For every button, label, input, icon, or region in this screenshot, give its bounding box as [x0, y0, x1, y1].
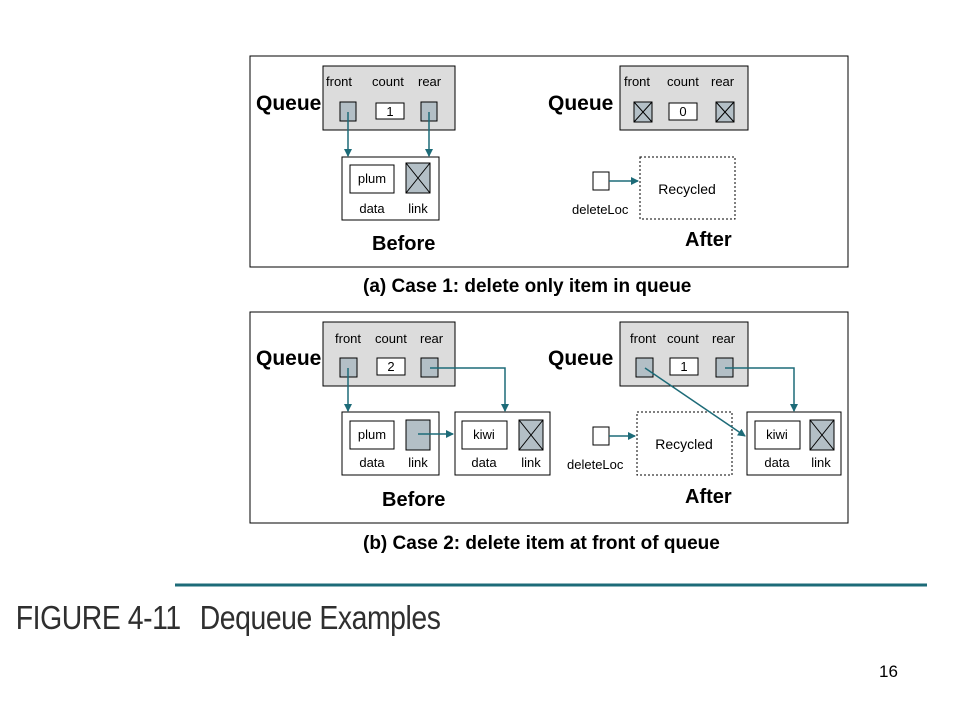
queue-label: Queue: [548, 347, 613, 370]
rear-label: rear: [420, 331, 444, 346]
case2-panel: Queue front count rear 2 plum data link …: [249, 311, 849, 554]
front-label: front: [630, 331, 656, 346]
before-label: Before: [372, 233, 435, 255]
queue-label: Queue: [256, 92, 321, 115]
null-x-icon: [809, 419, 835, 451]
count-label: count: [667, 331, 699, 346]
node-data-value: plum: [358, 427, 386, 442]
case1-panel: Queue front count rear 1 plum data link …: [249, 55, 849, 297]
node-data-value: kiwi: [473, 427, 495, 442]
data-label: data: [764, 455, 790, 470]
count-label: count: [375, 331, 407, 346]
count-value: 1: [386, 104, 393, 119]
front-label: front: [624, 74, 650, 89]
rear-arrow: [430, 367, 509, 412]
figure-number: FIGURE 4-11: [15, 599, 181, 636]
data-label: data: [359, 201, 385, 216]
node-data-box: [754, 420, 801, 450]
case1-before: Queue front count rear 1 plum data link …: [256, 65, 456, 255]
deleteloc-label: deleteLoc: [572, 202, 629, 217]
count-box: [668, 102, 698, 121]
count-value: 1: [680, 359, 687, 374]
rear-label: rear: [418, 74, 442, 89]
after-label: After: [685, 486, 732, 508]
deleteloc-pointer: [592, 171, 610, 191]
count-value: 2: [387, 359, 394, 374]
count-box: [375, 102, 405, 120]
count-label: count: [667, 74, 699, 89]
deleteloc-pointer: [592, 426, 610, 446]
recycled-node: [639, 156, 736, 220]
link-label: link: [521, 455, 541, 470]
before-label: Before: [382, 489, 445, 511]
rear-label: rear: [712, 331, 736, 346]
case1-caption: (a) Case 1: delete only item in queue: [363, 276, 691, 297]
count-value: 0: [679, 104, 686, 119]
null-x-icon: [405, 162, 431, 194]
data-label: data: [471, 455, 497, 470]
node-data-box: [349, 164, 395, 194]
count-box: [669, 357, 699, 376]
null-x-icon: [715, 101, 735, 123]
data-label: data: [359, 455, 385, 470]
node-data-value: kiwi: [766, 427, 788, 442]
front-label: front: [326, 74, 352, 89]
node-data-value: plum: [358, 171, 386, 186]
link-label: link: [408, 201, 428, 216]
recycled-label: Recycled: [658, 181, 716, 197]
case2-before: Queue front count rear 2 plum data link …: [256, 321, 551, 511]
figure-title: Dequeue Examples: [199, 599, 441, 636]
rear-arrow: [725, 367, 798, 412]
queue-label: Queue: [256, 347, 321, 370]
count-label: count: [372, 74, 404, 89]
count-box: [376, 357, 406, 376]
page-number: 16: [879, 662, 898, 681]
node-data-box: [461, 420, 508, 450]
deleteloc-label: deleteLoc: [567, 457, 624, 472]
link-label: link: [811, 455, 831, 470]
after-label: After: [685, 229, 732, 251]
rear-label: rear: [711, 74, 735, 89]
figure-caption: FIGURE 4-11 Dequeue Examples: [14, 599, 441, 637]
link-pointer: [405, 419, 431, 451]
case2-caption: (b) Case 2: delete item at front of queu…: [363, 533, 720, 554]
recycled-node: [636, 411, 733, 476]
case2-after: Queue front count rear 1 deleteLoc Recyc…: [548, 321, 842, 508]
queue-label: Queue: [548, 92, 613, 115]
front-arrow: [644, 367, 746, 437]
null-x-icon: [633, 101, 653, 123]
case1-after: Queue front count rear 0 deleteLoc Recyc…: [548, 65, 749, 251]
front-label: front: [335, 331, 361, 346]
front-pointer: [635, 357, 654, 378]
node-data-box: [349, 420, 395, 450]
null-x-icon: [518, 419, 544, 451]
link-label: link: [408, 455, 428, 470]
recycled-label: Recycled: [655, 436, 713, 452]
